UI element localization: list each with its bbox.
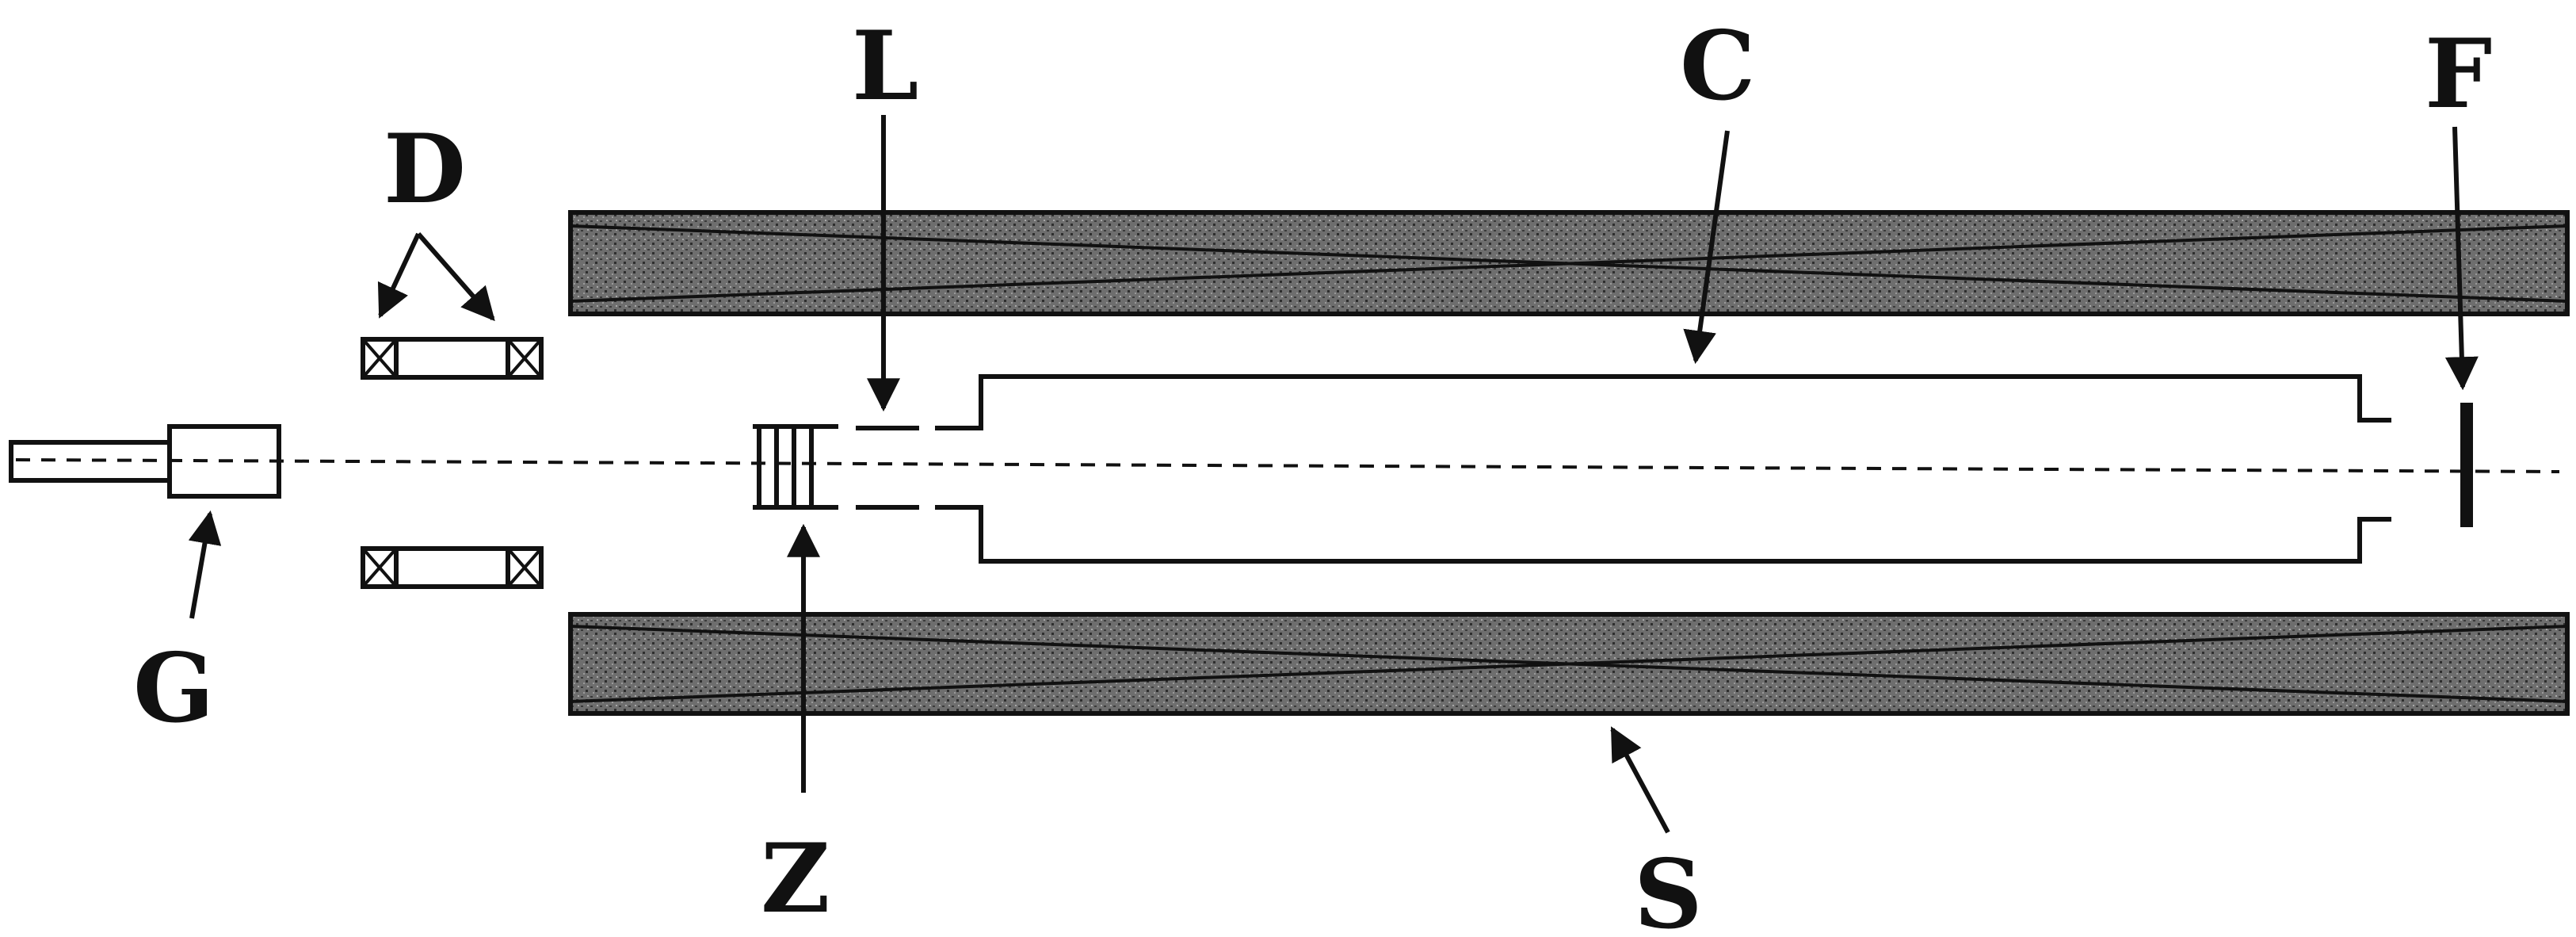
deflection-coil-top-left-box bbox=[361, 337, 399, 380]
deflection-coil-bottom-right-x2 bbox=[506, 547, 543, 588]
labels: D L C F G Z S bbox=[133, 10, 2492, 937]
label-g: G bbox=[133, 633, 214, 744]
label-f: F bbox=[2425, 18, 2492, 130]
beam-axis bbox=[15, 458, 2560, 473]
deflection-coil-top-right-x2 bbox=[506, 338, 543, 379]
lens-l bbox=[856, 426, 919, 510]
electron-gun-g bbox=[9, 424, 281, 499]
label-s: S bbox=[1634, 839, 1703, 937]
deflection-coil-bottom-left-box bbox=[361, 546, 399, 589]
deflection-coil-bottom-right-box bbox=[506, 546, 544, 589]
arrow-s bbox=[1610, 726, 1670, 834]
arrow-c bbox=[1683, 130, 1730, 365]
arrow-g bbox=[188, 510, 222, 619]
deflection-coil-top-left-x2 bbox=[361, 338, 398, 379]
grid-stack-z bbox=[753, 424, 838, 510]
solenoid-top-winding-2 bbox=[570, 224, 2568, 303]
solenoid-bottom-winding-2 bbox=[570, 625, 2568, 703]
deflection-coils-d bbox=[361, 337, 544, 589]
deflection-coil-top-right-box bbox=[506, 337, 544, 380]
gun-body bbox=[167, 424, 281, 499]
label-z: Z bbox=[761, 823, 830, 935]
label-d: D bbox=[384, 113, 466, 225]
arrow-d-left bbox=[377, 232, 421, 319]
arrow-f bbox=[2444, 126, 2479, 391]
solenoid-s bbox=[568, 210, 2570, 716]
label-c: C bbox=[1680, 10, 1756, 122]
leader-arrows bbox=[188, 115, 2479, 834]
deflection-coil-bottom-left-x2 bbox=[361, 547, 398, 588]
arrow-d-right bbox=[416, 232, 495, 322]
cavity-c bbox=[935, 374, 2391, 564]
label-l: L bbox=[852, 10, 918, 122]
